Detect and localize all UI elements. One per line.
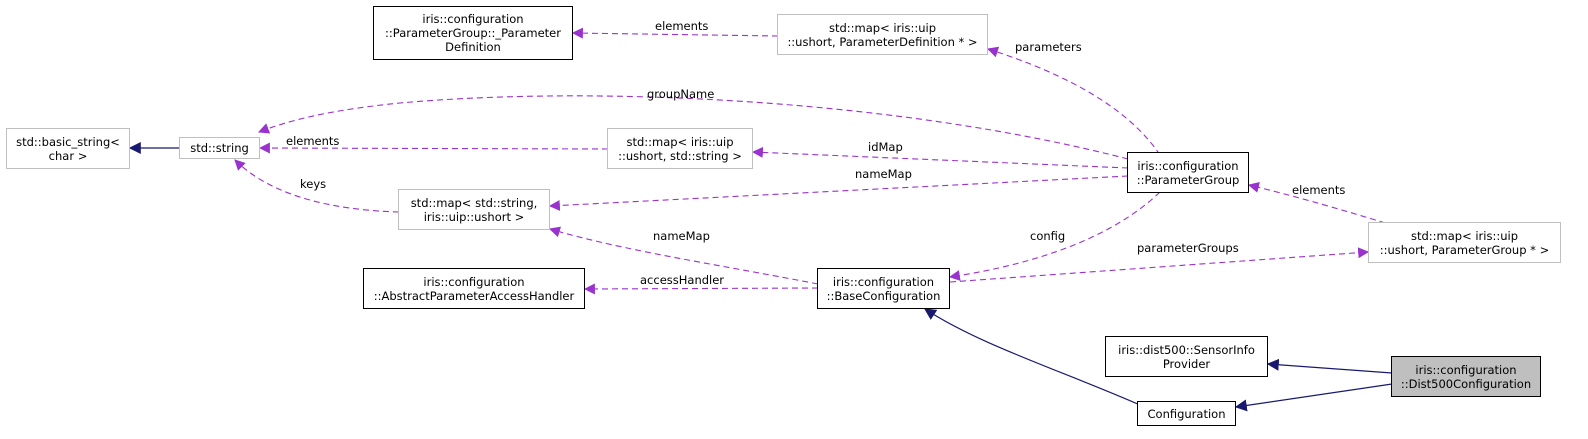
edge-dist500-to-sensor xyxy=(1266,358,1393,374)
edge-base-to-access-handler xyxy=(583,283,819,295)
node-dist500-configuration-line-1: iris::configuration xyxy=(1415,362,1517,377)
node-parameter-group-line-2: ::ParameterGroup xyxy=(1136,172,1240,187)
node-map-ushort-string[interactable]: std::map< iris::uip ::ushort, std::strin… xyxy=(607,128,753,169)
node-std-string-line-1: std::string xyxy=(190,141,249,155)
edge-pg-to-map-param-def xyxy=(986,46,1161,156)
edge-pg-to-map-namemap xyxy=(548,175,1129,211)
node-basic-string-line-1: std::basic_string< xyxy=(16,134,120,149)
edge-pg-to-string-groupname xyxy=(257,95,1129,160)
node-map-string-ushort-line-1: std::map< std::string, xyxy=(410,195,538,210)
node-dist500-configuration-line-2: ::Dist500Configuration xyxy=(1400,376,1532,391)
label-group-name: groupName xyxy=(647,87,714,101)
edge-base-to-map-namemap xyxy=(548,226,819,285)
label-elements-top: elements xyxy=(655,19,708,33)
node-sensor-info-provider-line-1: iris::dist500::SensorInfo xyxy=(1118,342,1255,357)
node-configuration[interactable]: Configuration xyxy=(1137,401,1236,426)
node-access-handler[interactable]: iris::configuration ::AbstractParameterA… xyxy=(363,268,585,309)
node-map-parameter-group[interactable]: std::map< iris::uip ::ushort, ParameterG… xyxy=(1368,222,1561,263)
node-parameter-definition-line-2: ::ParameterGroup::_Parameter xyxy=(385,26,561,40)
label-name-map-pg: nameMap xyxy=(855,167,912,181)
node-parameter-definition-line-3: Definition xyxy=(445,40,501,54)
label-config: config xyxy=(1030,229,1065,243)
label-name-map-bc: nameMap xyxy=(653,229,710,243)
node-parameter-definition[interactable]: iris::configuration ::ParameterGroup::_P… xyxy=(373,6,573,60)
node-base-configuration[interactable]: iris::configuration ::BaseConfiguration xyxy=(817,268,950,309)
node-map-parameter-definition[interactable]: std::map< iris::uip ::ushort, ParameterD… xyxy=(777,14,988,55)
label-access-handler: accessHandler xyxy=(640,273,724,287)
node-configuration-line-1: Configuration xyxy=(1147,406,1226,421)
label-elements-string: elements xyxy=(286,134,339,148)
node-basic-string[interactable]: std::basic_string< char > xyxy=(6,128,130,169)
node-map-string-ushort-line-2: iris::uip::ushort > xyxy=(423,209,525,224)
node-map-parameter-definition-line-1: std::map< iris::uip xyxy=(828,20,937,35)
node-parameter-group[interactable]: iris::configuration ::ParameterGroup xyxy=(1127,152,1249,193)
node-map-ushort-string-line-1: std::map< iris::uip xyxy=(626,134,734,149)
edge-dist500-to-configuration xyxy=(1234,383,1393,412)
node-map-string-ushort[interactable]: std::map< std::string, iris::uip::ushort… xyxy=(398,189,550,230)
node-sensor-info-provider[interactable]: iris::dist500::SensorInfo Provider xyxy=(1105,336,1268,377)
node-dist500-configuration[interactable]: iris::configuration ::Dist500Configurati… xyxy=(1391,356,1541,397)
node-map-parameter-definition-line-2: ::ushort, ParameterDefinition * > xyxy=(787,34,978,49)
node-access-handler-line-1: iris::configuration xyxy=(423,274,525,289)
label-id-map: idMap xyxy=(868,140,903,154)
node-parameter-definition-line-1: iris::configuration xyxy=(422,12,524,26)
label-parameters: parameters xyxy=(1015,40,1082,54)
node-basic-string-line-2: char > xyxy=(48,148,88,163)
node-map-parameter-group-line-2: ::ushort, ParameterGroup * > xyxy=(1379,242,1550,257)
node-base-configuration-line-2: ::BaseConfiguration xyxy=(826,288,941,303)
edge-pg-to-map-idmap xyxy=(751,146,1129,169)
node-map-parameter-group-line-1: std::map< iris::uip xyxy=(1410,228,1519,243)
node-map-ushort-string-line-2: ::ushort, std::string > xyxy=(618,148,742,163)
edge-map-to-string-keys xyxy=(234,159,400,213)
label-keys: keys xyxy=(300,177,326,191)
edge-map-to-pg-elements xyxy=(1247,182,1396,227)
edge-base-to-map-paramgroups xyxy=(949,247,1370,283)
node-parameter-group-line-1: iris::configuration xyxy=(1137,158,1239,173)
node-access-handler-line-2: ::AbstractParameterAccessHandler xyxy=(373,288,575,303)
edge-map-to-string-elements xyxy=(258,142,609,154)
node-sensor-info-provider-line-2: Provider xyxy=(1162,356,1211,371)
edge-configuration-to-base xyxy=(923,308,1141,406)
node-std-string[interactable]: std::string xyxy=(179,137,260,159)
node-base-configuration-line-1: iris::configuration xyxy=(832,274,935,289)
edge-map-to-param-def xyxy=(571,27,779,39)
label-elements-pg: elements xyxy=(1292,183,1345,197)
label-parameter-groups: parameterGroups xyxy=(1137,241,1239,255)
